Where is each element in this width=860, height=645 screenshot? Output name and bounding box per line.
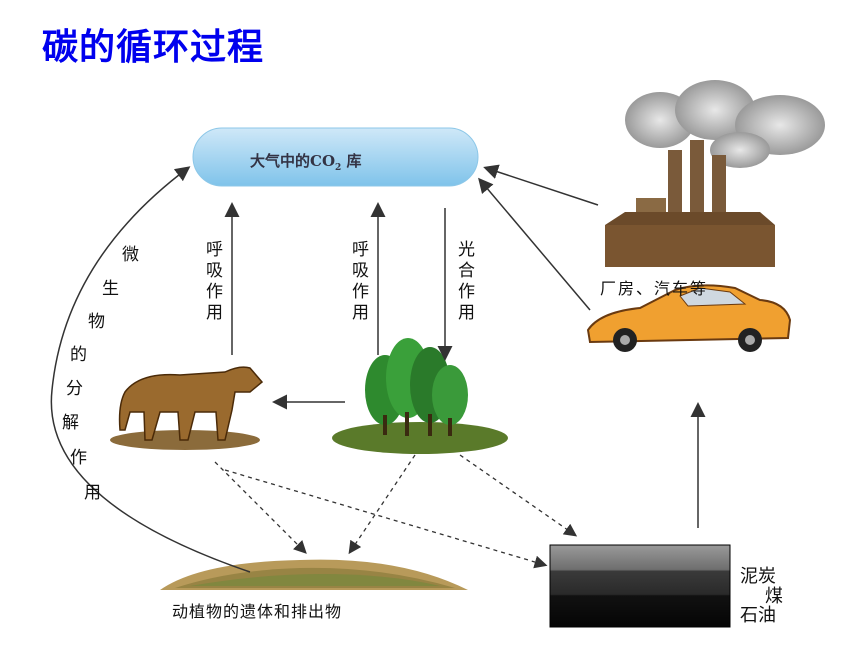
remains-label: 动植物的遗体和排出物 [172,602,343,621]
factory-icon [605,80,825,267]
factory-to-atmosphere-arrow [483,164,599,206]
microbe-label-char: 生 [102,279,119,299]
photosynthesis-label: 光合作用 [454,240,474,324]
fossil-peat-label: 泥炭 [740,566,776,587]
tree-to-fossil-dashed-arrow [459,454,578,537]
car-to-atmosphere-arrow [478,177,591,311]
plant-respiration-label: 呼吸作用 [348,240,368,324]
atmosphere-co2-pool [192,127,479,187]
fossil-coal-label: 煤 [765,586,783,607]
animal-respiration-label: 呼吸作用 [202,240,222,324]
trees-icon [332,338,508,454]
factory-label: 厂房、汽车等 [600,279,709,298]
microbe-label-char: 物 [88,312,105,332]
fossil-strata-icon [549,544,731,628]
cow-to-fossil-dashed-arrow [224,469,548,569]
microbe-label-char: 微 [122,245,139,265]
cow-to-remains-dashed-arrow [214,461,307,554]
microbe-label-char: 作 [70,448,87,468]
microbe-label-char: 分 [66,379,83,399]
cow-icon [110,366,264,450]
microbe-label-char: 的 [70,345,87,365]
microbe-label-char: 用 [84,483,101,503]
fossil-oil-label: 石油 [740,605,776,626]
tree-to-remains-dashed-arrow [348,454,416,555]
microbe-label-char: 解 [62,413,79,433]
car-icon [586,284,792,352]
page-title: 碳的循环过程 [42,27,265,68]
microbe-decomposition-arrow [50,166,251,573]
remains-pile-icon [160,559,468,590]
atmosphere-label: 大气中的CO2 库 [250,152,362,173]
